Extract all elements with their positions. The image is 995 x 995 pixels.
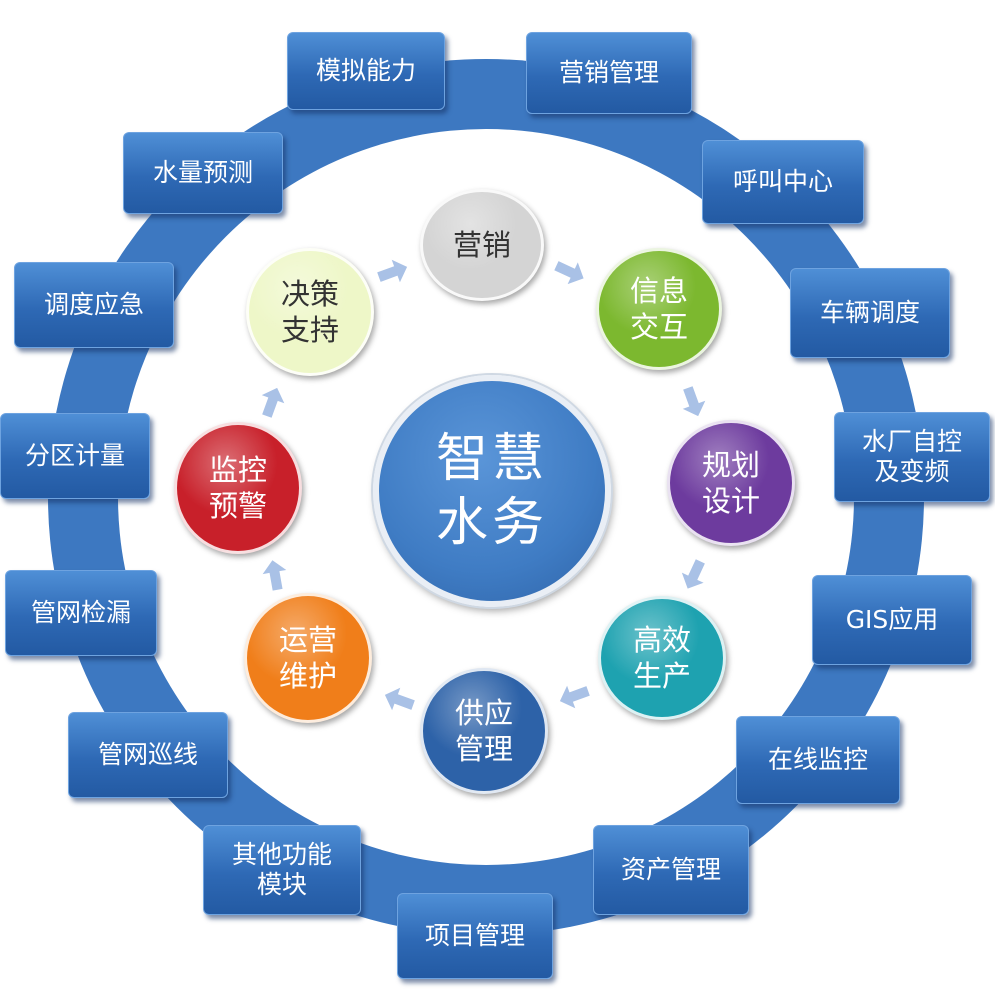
module-diaodu[interactable]: 调度应急 (14, 262, 174, 348)
bubble-yingxiao: 营销 (420, 189, 544, 301)
module-shuichang[interactable]: 水厂自控 及变频 (834, 412, 990, 502)
module-xunxian[interactable]: 管网巡线 (68, 712, 228, 798)
module-moni[interactable]: 模拟能力 (287, 32, 445, 110)
arrow-yingxiao-to-xinxi (554, 261, 584, 285)
bubble-xinxi: 信息 交互 (596, 248, 722, 370)
bubble-juece: 决策 支持 (246, 248, 374, 376)
center-smart-water: 智慧 水务 (373, 375, 611, 607)
arrow-juece-to-yingxiao (377, 259, 408, 283)
module-hujiao[interactable]: 呼叫中心 (702, 140, 864, 224)
bubble-guihua: 规划 设计 (667, 420, 795, 546)
module-zaixian[interactable]: 在线监控 (736, 716, 900, 804)
module-shuiliang[interactable]: 水量预测 (123, 132, 283, 214)
module-xiangmu[interactable]: 项目管理 (397, 893, 553, 979)
module-qita[interactable]: 其他功能 模块 (203, 825, 361, 915)
module-yingxiao-guanli[interactable]: 营销管理 (526, 32, 692, 114)
module-fenqu[interactable]: 分区计量 (0, 413, 150, 499)
module-zichan[interactable]: 资产管理 (593, 825, 749, 915)
module-gis[interactable]: GIS应用 (812, 575, 972, 665)
bubble-gongying: 供应 管理 (420, 668, 548, 794)
arrow-guihua-to-gaoxiao (681, 559, 705, 589)
arrow-gaoxiao-to-gongying (559, 685, 590, 709)
arrow-yunying-to-jiankong (262, 560, 287, 591)
bubble-yunying: 运营 维护 (244, 593, 372, 723)
bubble-gaoxiao: 高效 生产 (598, 596, 726, 720)
module-jianlou[interactable]: 管网检漏 (5, 570, 157, 656)
arrow-xinxi-to-guihua (682, 386, 706, 417)
arrow-jiankong-to-juece (261, 387, 285, 418)
module-cheliang[interactable]: 车辆调度 (790, 268, 950, 358)
bubble-jiankong: 监控 预警 (174, 422, 302, 554)
arrow-gongying-to-yunying (384, 687, 415, 711)
